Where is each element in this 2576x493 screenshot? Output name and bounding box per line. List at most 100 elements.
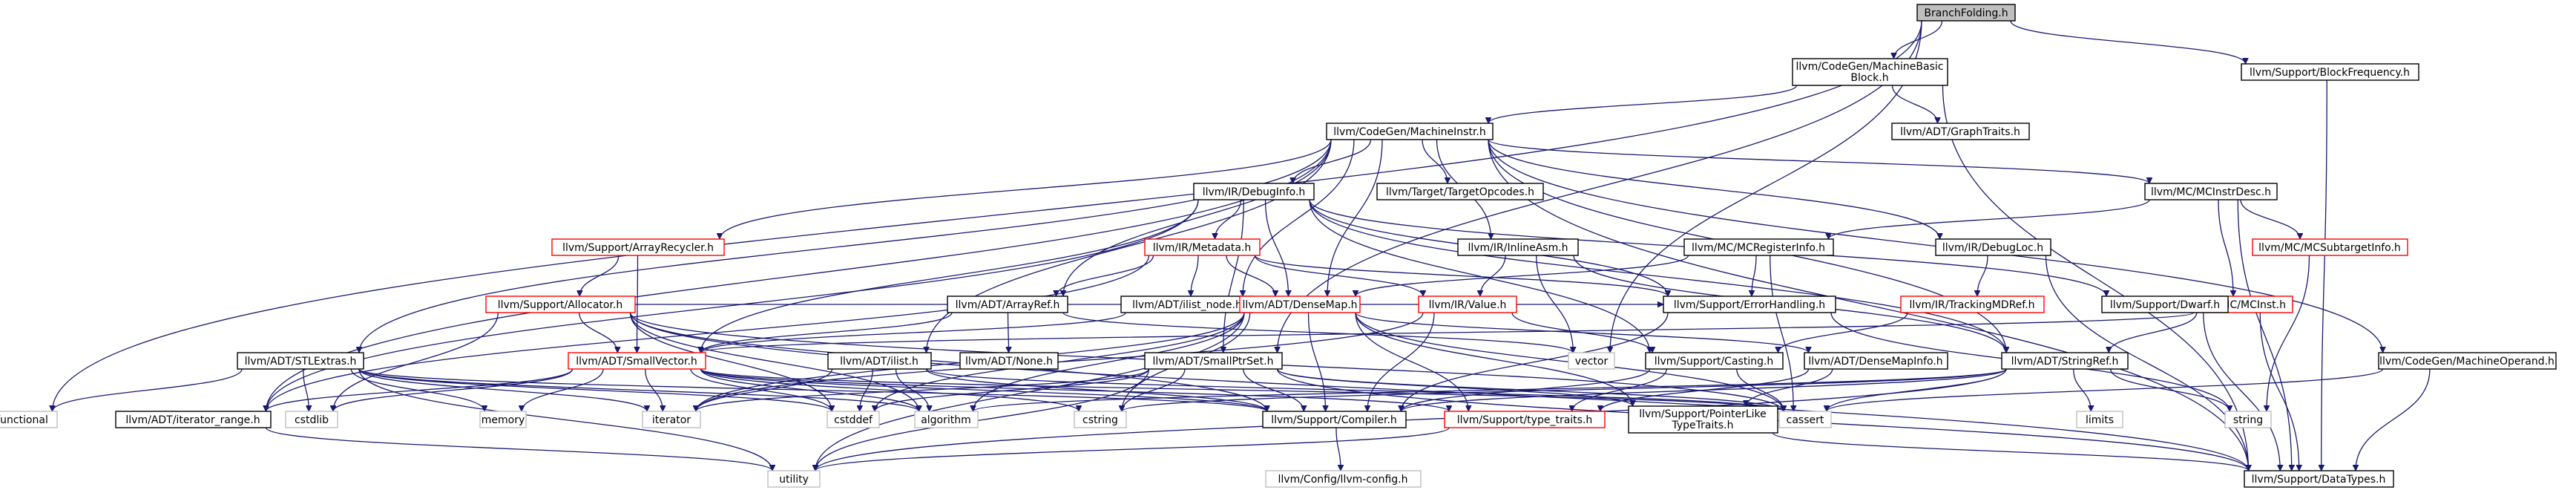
node-box [0, 411, 58, 428]
graph-node-debugloc[interactable]: llvm/IR/DebugLoc.h [1935, 238, 2051, 256]
node-box [2001, 352, 2129, 370]
edge-ilist-to-cassert [925, 368, 1784, 412]
graph-node-datatypes[interactable]: llvm/Support/DataTypes.h [2244, 470, 2394, 488]
graph-node-cstring[interactable]: cstring [1074, 411, 1127, 428]
node-label: llvm/ADT/ArrayRef.h [956, 299, 1060, 311]
node-label: llvm/IR/Metadata.h [1153, 242, 1252, 254]
edge-pointerlike-to-datatypes [1772, 432, 2249, 471]
graph-node-smallvector[interactable]: llvm/ADT/SmallVector.h [568, 352, 706, 370]
edge-compiler-to-llvmconfig [1335, 427, 1341, 471]
edge-metadata-to-densemap [1226, 255, 1275, 297]
node-label: llvm/Target/TargetOpcodes.h [1386, 186, 1534, 198]
node-label: llvm/MC/MCRegisterInfo.h [1692, 242, 1825, 254]
edge-value-to-casting [1511, 312, 1652, 353]
edge-stlextras-to-algorithm [358, 368, 919, 412]
node-box [1074, 411, 1127, 428]
graph-node-densemapinfo[interactable]: llvm/ADT/DenseMapInfo.h [1804, 352, 1948, 370]
graph-node-limits[interactable]: limits [2076, 411, 2123, 428]
graph-node-arrayref[interactable]: llvm/ADT/ArrayRef.h [947, 296, 1068, 313]
edge-mi-to-targetopcodes [1422, 139, 1448, 183]
edge-smallvector-to-memory [522, 368, 604, 412]
graph-node-inlineasm[interactable]: llvm/IR/InlineAsm.h [1457, 238, 1579, 256]
edge-casting-to-cassert [1736, 368, 1784, 412]
node-label: cstddef [834, 414, 873, 426]
graph-node-vector[interactable]: vector [1568, 352, 1615, 370]
node-label: llvm/IR/Value.h [1429, 299, 1507, 311]
edge-bf-to-mbb [1894, 20, 1943, 59]
node-label: llvm/ADT/iterator_range.h [125, 414, 260, 426]
graph-node-stringref[interactable]: llvm/ADT/StringRef.h [2001, 352, 2129, 370]
edge-mcinst-to-smallvector [701, 312, 2195, 353]
graph-node-compiler[interactable]: llvm/Support/Compiler.h [1262, 411, 1407, 428]
node-box [2076, 411, 2123, 428]
edge-typetraits-to-utility [815, 427, 1450, 471]
graph-node-mcsubtarget[interactable]: llvm/MC/MCSubtargetInfo.h [2252, 238, 2408, 256]
node-label: llvm/ADT/DenseMap.h [1242, 299, 1357, 311]
graph-node-graphtraits[interactable]: llvm/ADT/GraphTraits.h [1891, 123, 2030, 140]
node-label: vector [1575, 356, 1609, 368]
graph-node-debuginfo[interactable]: llvm/IR/DebugInfo.h [1193, 183, 1315, 200]
node-label: iterator [652, 414, 691, 426]
graph-node-memory[interactable]: memory [479, 411, 527, 428]
graph-node-mi[interactable]: llvm/CodeGen/MachineInstr.h [1326, 123, 1494, 140]
graph-node-cstdlib[interactable]: cstdlib [285, 411, 338, 428]
node-label: llvm/IR/DebugLoc.h [1942, 242, 2043, 254]
edge-stringref-to-limits [2073, 368, 2092, 411]
graph-node-algorithm[interactable]: algorithm [914, 411, 979, 428]
graph-node-mcreginfo[interactable]: llvm/MC/MCRegisterInfo.h [1683, 238, 1834, 256]
node-box [1326, 123, 1494, 140]
graph-node-bfreq[interactable]: llvm/Support/BlockFrequency.h [2241, 63, 2419, 81]
graph-node-cstddef[interactable]: cstddef [827, 411, 880, 428]
graph-node-machineoperand[interactable]: llvm/CodeGen/MachineOperand.h [2378, 352, 2557, 370]
node-box [1683, 238, 1834, 256]
graph-node-ilistnode[interactable]: llvm/ADT/ilist_node.h [1120, 296, 1254, 313]
graph-node-value[interactable]: llvm/IR/Value.h [1418, 296, 1517, 313]
graph-node-typetraits[interactable]: llvm/Support/type_traits.h [1444, 411, 1606, 428]
graph-node-errorhandling[interactable]: llvm/Support/ErrorHandling.h [1663, 296, 1836, 313]
edge-mcinstrdesc-to-mcreginfo [1829, 199, 2150, 240]
graph-node-arrayrecycler[interactable]: llvm/Support/ArrayRecycler.h [551, 238, 725, 256]
graph-node-llvmconfig[interactable]: llvm/Config/llvm-config.h [1265, 470, 1422, 488]
edge-allocator-to-compiler [629, 312, 1267, 412]
graph-node-cassert[interactable]: cassert [1778, 411, 1832, 428]
graph-node-mcinstrdesc[interactable]: llvm/MC/MCInstrDesc.h [2144, 183, 2278, 200]
node-label: BranchFolding.h [1924, 7, 2008, 19]
graph-node-allocator[interactable]: llvm/Support/Allocator.h [485, 296, 636, 313]
edge-mcsubtarget-to-string [2267, 255, 2310, 411]
graph-node-casting[interactable]: llvm/Support/Casting.h [1645, 352, 1784, 370]
graph-node-utility[interactable]: utility [767, 470, 821, 488]
node-label: limits [2086, 414, 2114, 426]
graph-node-none[interactable]: llvm/ADT/None.h [959, 352, 1059, 370]
edge-mi-to-ilistnode [1243, 139, 1355, 296]
graph-node-iterator[interactable]: iterator [642, 411, 701, 428]
edge-mi-to-debuginfo [1293, 139, 1372, 184]
edge-smallvector-to-cassert [700, 368, 1784, 412]
edge-mi-to-datatypes [1488, 139, 2249, 471]
graph-node-functional[interactable]: functional [0, 411, 58, 428]
graph-node-targetopcodes[interactable]: llvm/Target/TargetOpcodes.h [1376, 183, 1544, 200]
graph-node-stlextras[interactable]: llvm/ADT/STLExtras.h [237, 352, 364, 370]
graph-node-string[interactable]: string [2224, 411, 2272, 428]
graph-node-trackingmdref[interactable]: llvm/IR/TrackingMDRef.h [1900, 296, 2045, 313]
graph-node-ilist[interactable]: llvm/ADT/ilist.h [827, 352, 932, 370]
graph-node-smallptrset[interactable]: llvm/ADT/SmallPtrSet.h [1144, 352, 1283, 370]
node-box [2224, 411, 2272, 428]
node-label: llvm/Support/Allocator.h [498, 299, 623, 311]
node-label: llvm/IR/DebugInfo.h [1203, 186, 1306, 198]
node-box [1239, 296, 1361, 313]
edge-mcinstrdesc-to-mcinst [2218, 199, 2233, 296]
graph-node-metadata[interactable]: llvm/IR/Metadata.h [1144, 238, 1261, 256]
node-box [1265, 470, 1422, 488]
node-label: llvm/Support/BlockFrequency.h [2250, 67, 2410, 79]
graph-node-bf[interactable]: BranchFolding.h [1916, 4, 2016, 22]
graph-node-dwarf[interactable]: llvm/Support/Dwarf.h [2101, 296, 2229, 313]
graph-node-iteratorrange[interactable]: llvm/ADT/iterator_range.h [115, 411, 272, 428]
edge-allocator-to-smallvector [579, 312, 618, 353]
edge-densemapinfo-to-pointerlike [1746, 368, 1833, 407]
node-label: llvm/Config/llvm-config.h [1278, 474, 1408, 486]
graph-node-densemap[interactable]: llvm/ADT/DenseMap.h [1239, 296, 1361, 313]
edge-smallvector-to-compiler [700, 368, 1267, 412]
